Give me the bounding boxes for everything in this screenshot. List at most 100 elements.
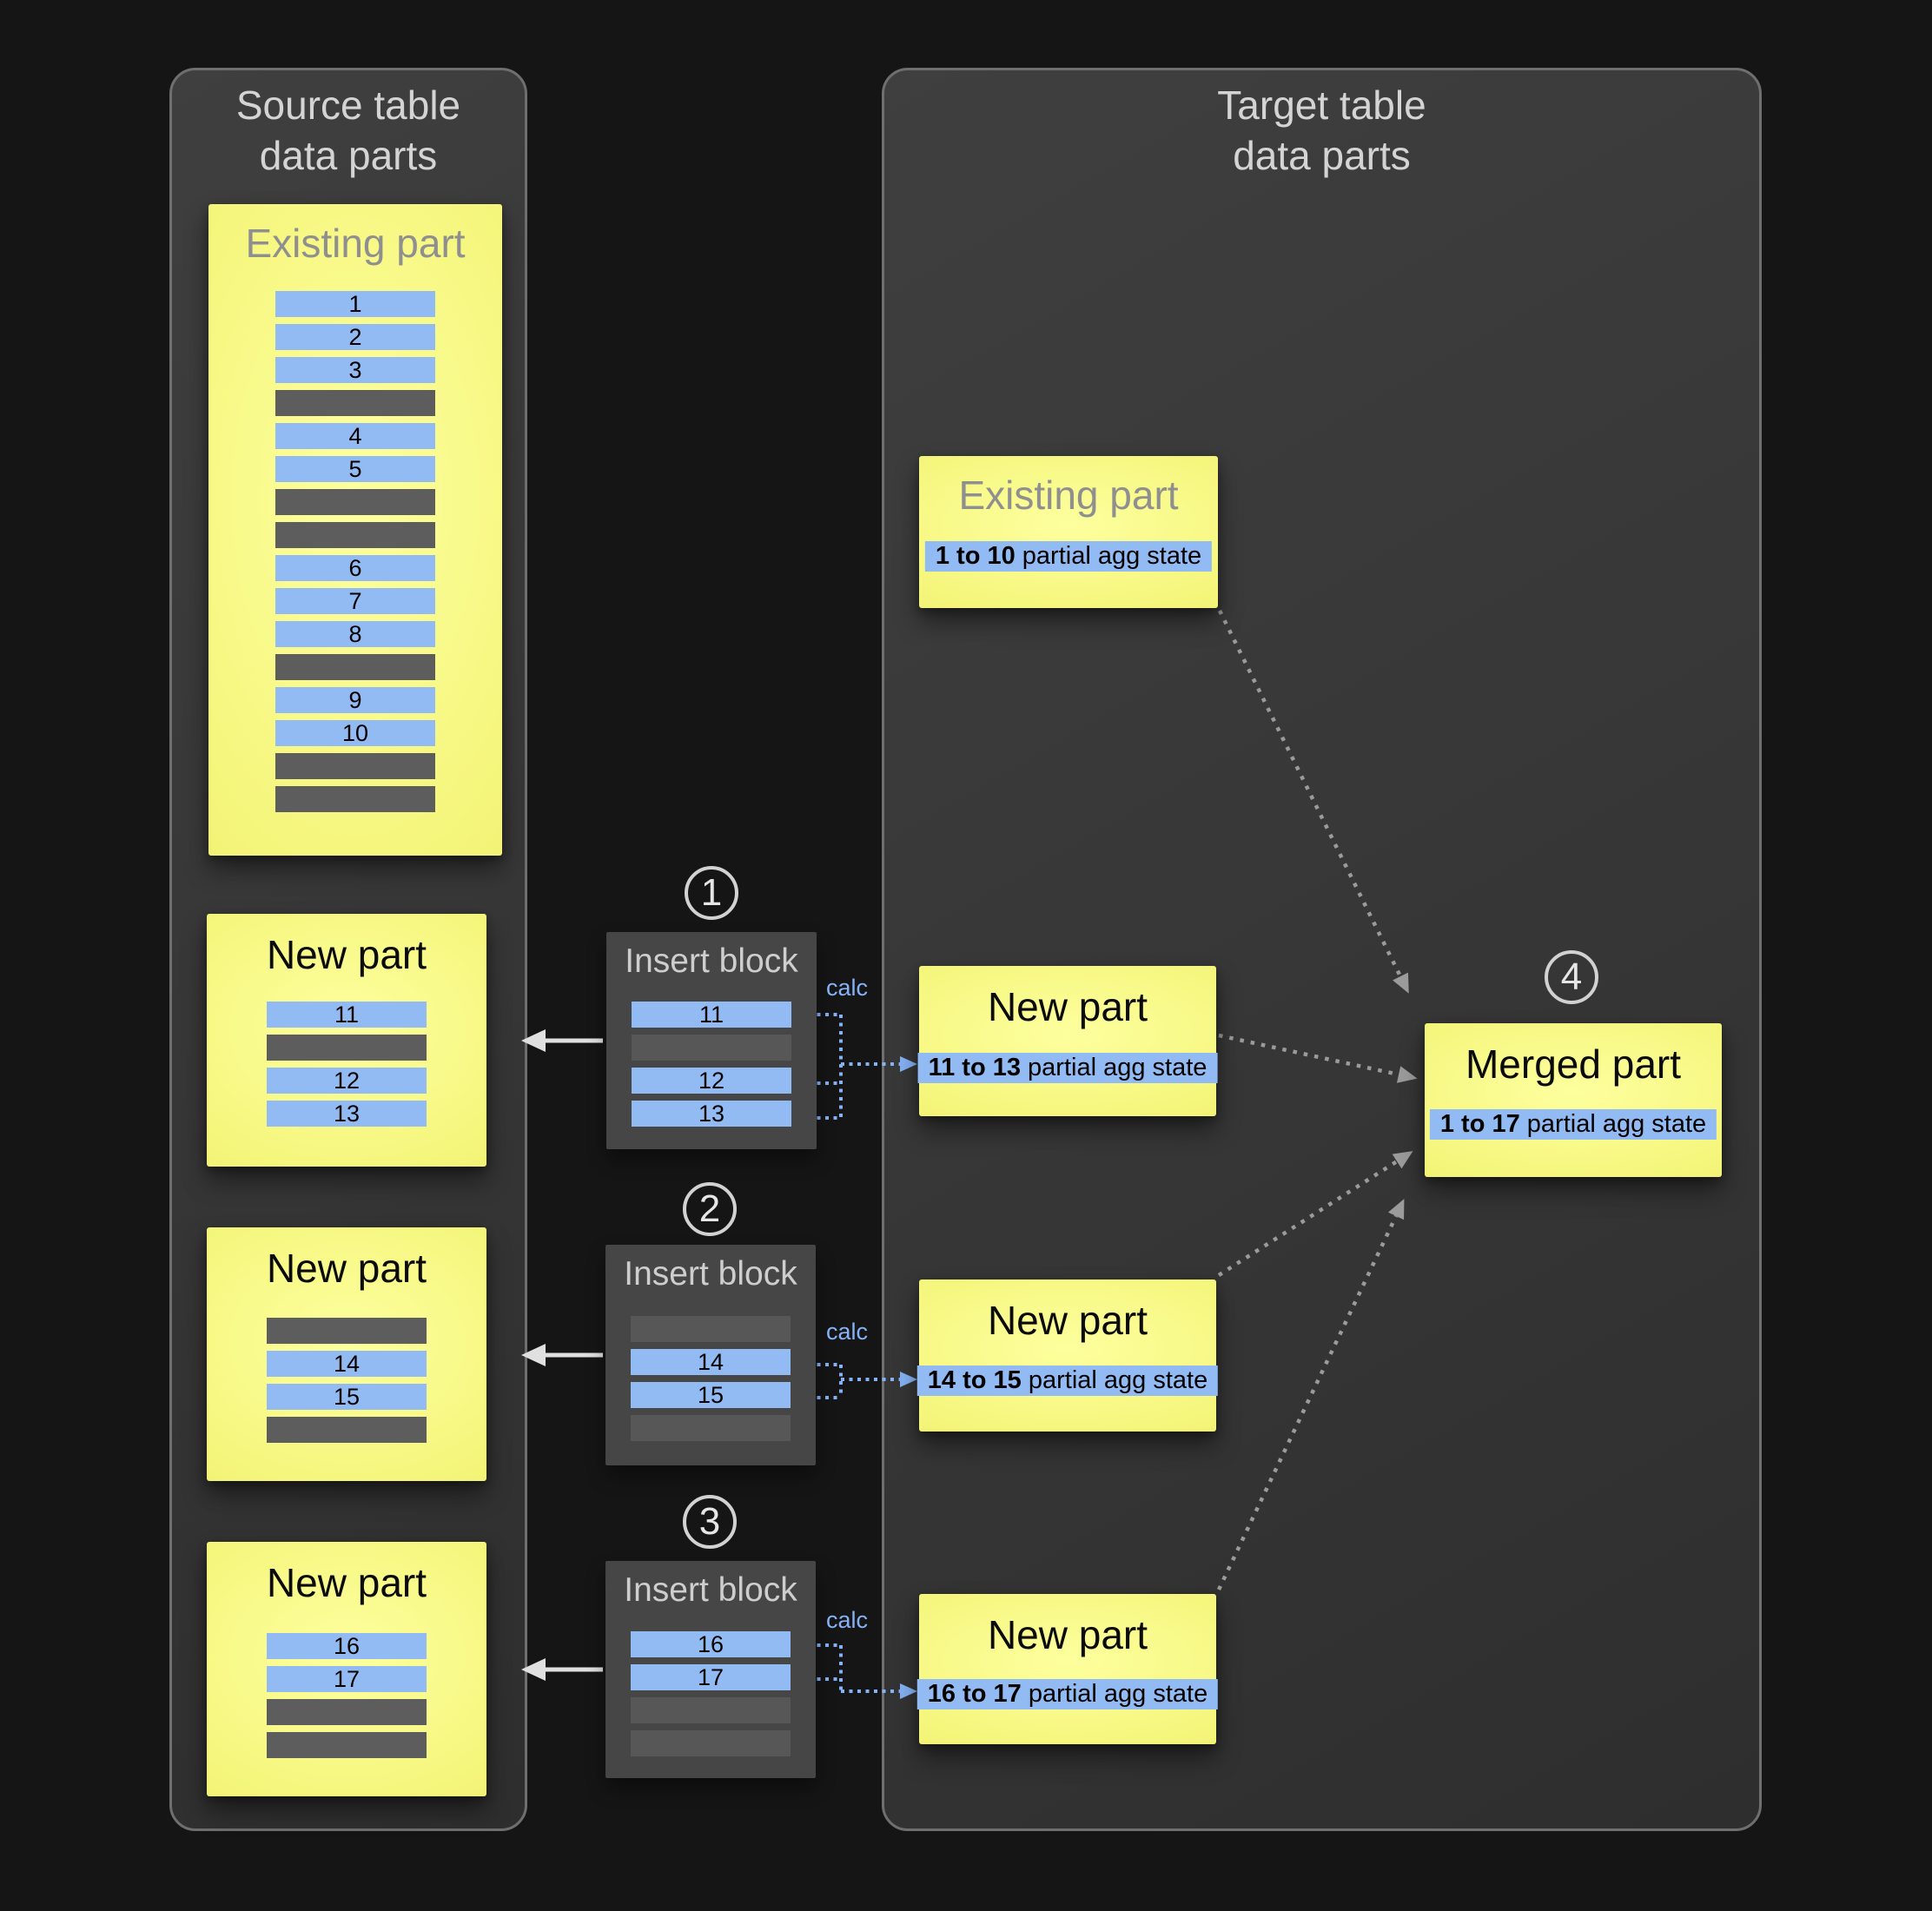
part-row: 17: [631, 1664, 791, 1690]
row-label: 17: [697, 1664, 724, 1690]
part-row: 4: [275, 423, 435, 449]
row-label: 17: [333, 1666, 361, 1692]
target-new-part-box-3: New part 16 to 17 partial agg state: [916, 1594, 1219, 1744]
part-row: 3: [275, 357, 435, 383]
part-row: 13: [267, 1101, 427, 1127]
source-panel-title-line2: data parts: [259, 133, 438, 178]
agg-range: 14 to 15: [927, 1366, 1022, 1394]
part-row: 9: [275, 687, 435, 713]
part-row: 10: [275, 720, 435, 746]
part-row: [275, 786, 435, 812]
part-title: Existing part: [245, 221, 466, 266]
target-new-part-box-1: New part 11 to 13 partial agg state: [917, 966, 1218, 1116]
insert-block-1: Insert block 11 12 13: [606, 932, 817, 1149]
calc-label-2: calc: [825, 1319, 868, 1345]
part-row: [275, 489, 435, 515]
source-new-part-box-1: New part 11 12 13: [207, 914, 486, 1167]
agg-range: 1 to 10: [935, 542, 1016, 570]
part-row: [275, 522, 435, 548]
row-label: 1: [348, 291, 362, 317]
row-label: 10: [341, 720, 369, 746]
part-title: New part: [987, 1612, 1148, 1657]
row-label: 9: [348, 687, 362, 713]
target-panel-title: Target table data parts: [882, 80, 1762, 181]
row-label: 5: [348, 456, 362, 482]
merged-part-box: Merged part 1 to 17 partial agg state: [1425, 1023, 1722, 1177]
part-row: 15: [267, 1384, 427, 1410]
step-circle-2: 2: [683, 1182, 737, 1236]
part-title: New part: [987, 1298, 1148, 1343]
row-label: 12: [333, 1068, 361, 1094]
insert-block-title: Insert block: [624, 1255, 797, 1293]
row-label: 12: [698, 1068, 725, 1094]
agg-range: 16 to 17: [927, 1680, 1022, 1708]
target-panel-title-line2: data parts: [1233, 133, 1411, 178]
step-number: 1: [700, 871, 723, 914]
agg-range: 1 to 17: [1439, 1110, 1520, 1138]
part-row: 12: [267, 1068, 427, 1094]
row-label: 7: [348, 588, 362, 614]
target-panel-title-line1: Target table: [1217, 83, 1426, 128]
target-existing-part-box: Existing part 1 to 10 partial agg state: [919, 456, 1218, 608]
insert-to-source-arrows: [521, 1029, 603, 1681]
insert-block-title: Insert block: [624, 1571, 797, 1609]
source-panel-title: Source table data parts: [169, 80, 527, 181]
part-row: 11: [632, 1002, 791, 1028]
agg-suffix: partial agg state: [1028, 1366, 1208, 1394]
row-label: 16: [697, 1631, 724, 1657]
part-row: [275, 753, 435, 779]
part-row: [631, 1697, 791, 1723]
part-row: 2: [275, 324, 435, 350]
source-new-part-box-3: New part 16 17: [207, 1542, 486, 1796]
row-label: 11: [698, 1002, 724, 1028]
row-label: 13: [333, 1101, 361, 1127]
part-row: 16: [267, 1633, 427, 1659]
part-rows: 11 12 13: [267, 1002, 427, 1127]
step-circle-1: 1: [685, 866, 738, 920]
part-row: [631, 1730, 791, 1756]
agg-state-badge: 1 to 10 partial agg state: [924, 541, 1213, 572]
part-row: [267, 1417, 427, 1443]
part-row: [267, 1732, 427, 1758]
row-label: 3: [348, 357, 362, 383]
part-title: Merged part: [1465, 1041, 1681, 1087]
row-label: 15: [333, 1384, 361, 1410]
part-row: [275, 654, 435, 680]
target-panel: [882, 68, 1762, 1831]
agg-suffix: partial agg state: [1028, 1054, 1208, 1081]
part-row: 6: [275, 555, 435, 581]
part-title: New part: [987, 984, 1148, 1029]
calc-label-1: calc: [825, 975, 868, 1001]
part-row: [631, 1316, 791, 1342]
row-label: 15: [697, 1382, 724, 1408]
part-row: 14: [267, 1351, 427, 1377]
part-row: 13: [632, 1101, 791, 1127]
part-title: New part: [266, 932, 427, 977]
part-row: 11: [267, 1002, 427, 1028]
row-label: 14: [333, 1351, 361, 1377]
part-row: 1: [275, 291, 435, 317]
insert-block-rows: 11 12 13: [632, 1002, 791, 1127]
part-row: 15: [631, 1382, 791, 1408]
row-label: 6: [348, 555, 362, 581]
part-title: New part: [266, 1246, 427, 1291]
step-number: 2: [698, 1187, 721, 1230]
row-label: 16: [333, 1633, 361, 1659]
step-circle-4: 4: [1545, 950, 1598, 1004]
source-panel-title-line1: Source table: [235, 83, 461, 128]
part-title: New part: [266, 1560, 427, 1605]
agg-state-badge: 1 to 17 partial agg state: [1429, 1109, 1717, 1140]
row-label: 11: [334, 1002, 360, 1028]
agg-suffix: partial agg state: [1526, 1110, 1707, 1138]
agg-suffix: partial agg state: [1022, 542, 1202, 570]
part-row: [267, 1035, 427, 1061]
insert-block-title: Insert block: [625, 942, 798, 980]
part-row: 7: [275, 588, 435, 614]
